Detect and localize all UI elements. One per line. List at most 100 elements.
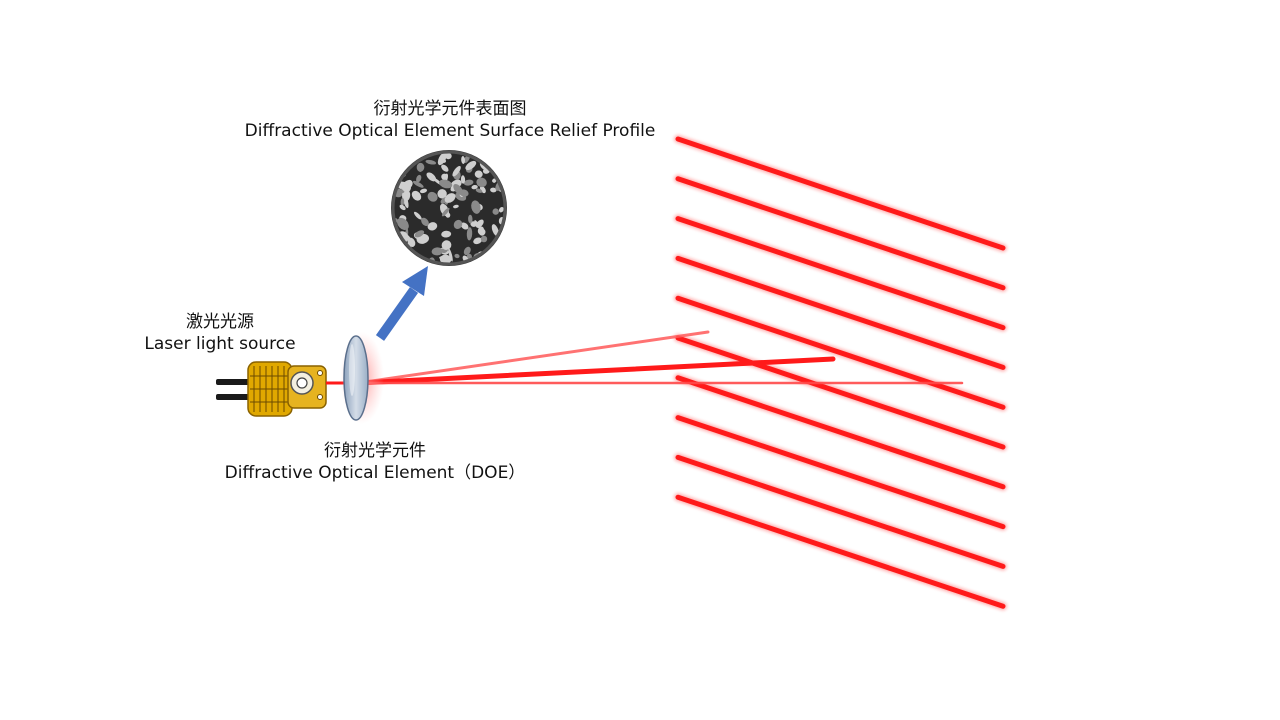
relief-disc-rim (391, 150, 507, 266)
relief-blob (460, 175, 466, 184)
label-diffractive-optical-element-zh: 衍射光学元件 (324, 441, 426, 461)
relief-blob (427, 191, 438, 202)
relief-blob (453, 204, 459, 209)
laser-screw-1 (317, 370, 323, 376)
relief-blob (500, 168, 504, 173)
pattern-line (675, 375, 1006, 490)
relief-blob (477, 226, 485, 235)
relief-blob (466, 227, 473, 241)
relief-blob (437, 153, 447, 166)
relief-blob (437, 189, 447, 199)
relief-blob (412, 180, 424, 188)
relief-blob (476, 177, 487, 188)
relief-blob (416, 162, 425, 172)
relief-blob (488, 255, 498, 263)
pattern-line (675, 216, 1006, 331)
laser-screw-2 (317, 394, 323, 400)
relief-blob (475, 219, 484, 228)
pattern-line (675, 136, 1006, 251)
relief-blob (413, 211, 422, 220)
relief-blob (444, 153, 452, 160)
relief-blob (448, 248, 453, 262)
label-diffractive-optical-element: 衍射光学元件 Diffractive Optical Element（DOE） (200, 440, 550, 484)
beam-middle (355, 356, 836, 386)
relief-blob (394, 259, 397, 263)
relief-blob (492, 208, 499, 215)
laser-aperture (296, 377, 308, 389)
relief-blob (399, 204, 406, 211)
arrow-head (402, 266, 428, 296)
beam-upper (356, 330, 710, 385)
pattern-line (675, 335, 1006, 450)
relief-blob (490, 187, 497, 193)
relief-blob (405, 234, 411, 241)
projected-line-pattern (674, 135, 1007, 611)
relief-blob (396, 254, 406, 261)
relief-blob (398, 155, 405, 161)
relief-blob (460, 222, 469, 230)
relief-blob (414, 230, 425, 238)
doe-lens-highlight (349, 344, 355, 396)
pattern-line (675, 415, 1006, 530)
relief-blob (496, 153, 504, 154)
relief-blob (416, 174, 422, 183)
relief-blob (441, 240, 452, 250)
relief-blob (394, 237, 398, 246)
relief-blob (463, 179, 474, 186)
relief-blob (452, 165, 461, 177)
relief-blob (470, 221, 477, 227)
relief-blob (473, 237, 482, 245)
relief-blob (441, 230, 452, 238)
pattern-line (675, 454, 1006, 569)
relief-blob (498, 206, 504, 213)
relief-blob (396, 153, 406, 157)
relief-blob (441, 207, 450, 217)
diffractive-optical-element (340, 332, 384, 424)
label-surface-relief-profile-zh: 衍射光学元件表面图 (373, 99, 527, 119)
relief-blob (441, 173, 448, 180)
laser-light-source-device (216, 361, 358, 417)
relief-blob (453, 219, 463, 229)
diffracted-beams (355, 330, 964, 386)
laser-body-grille (250, 366, 290, 412)
label-diffractive-optical-element-en: Diffractive Optical Element（DOE） (224, 463, 526, 483)
relief-blob (468, 214, 473, 224)
relief-blob (396, 217, 409, 230)
relief-blob (463, 246, 471, 256)
relief-blob (490, 159, 502, 168)
label-surface-relief-profile: 衍射光学元件表面图 Diffractive Optical Element Su… (230, 98, 670, 142)
label-laser-light-source-en: Laser light source (144, 334, 296, 354)
label-laser-light-source: 激光光源 Laser light source (130, 311, 310, 355)
relief-blob (439, 255, 450, 260)
relief-blob (402, 153, 412, 157)
relief-blob (400, 198, 405, 206)
relief-blob (444, 193, 456, 203)
relief-blob (491, 224, 499, 237)
label-surface-relief-profile-en: Diffractive Optical Element Surface Reli… (244, 121, 656, 141)
relief-blob (465, 160, 477, 171)
relief-blob (499, 250, 504, 257)
relief-blob (397, 247, 405, 257)
relief-blob (427, 222, 438, 231)
relief-blob (484, 256, 492, 263)
relief-blob (403, 179, 413, 190)
pattern-line (675, 494, 1006, 609)
relief-blob (500, 153, 504, 166)
relief-blob (475, 188, 483, 193)
relief-blob (471, 184, 478, 190)
relief-blob (400, 250, 411, 258)
label-laser-light-source-zh: 激光光源 (186, 312, 254, 332)
relief-blob (400, 248, 407, 255)
relief-blob (425, 159, 437, 165)
relief-blob (471, 200, 481, 214)
relief-blob (492, 178, 497, 183)
relief-blob (394, 166, 398, 177)
relief-blob (421, 217, 429, 227)
relief-blob (398, 250, 409, 263)
relief-blob (411, 190, 422, 201)
relief-blob (454, 253, 460, 259)
doe-lens (343, 335, 369, 421)
relief-blob (492, 158, 498, 167)
